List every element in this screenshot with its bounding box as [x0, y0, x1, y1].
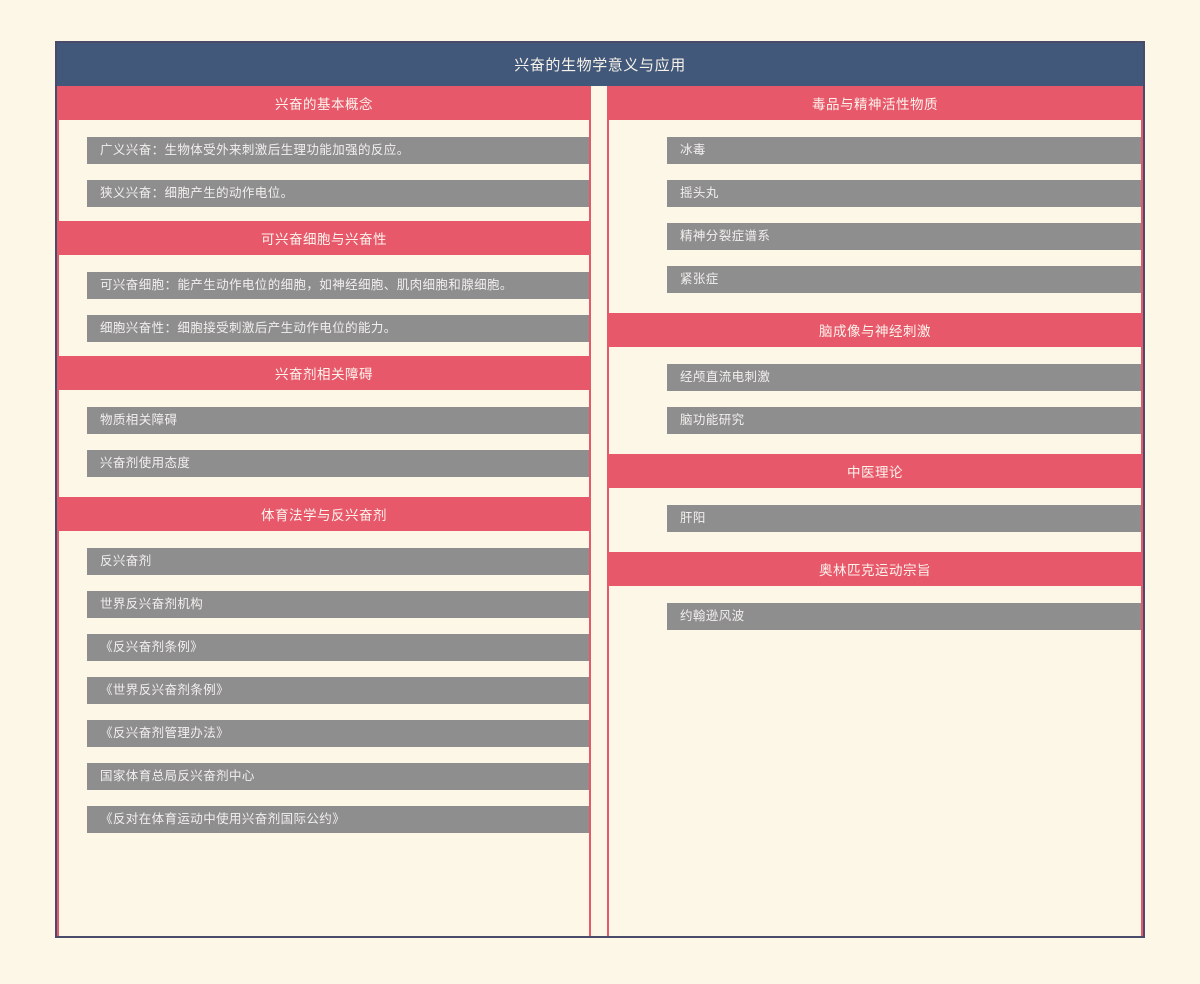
section-body-excitable-cells: 可兴奋细胞：能产生动作电位的细胞，如神经细胞、肌肉细胞和腺细胞。 细胞兴奋性：细… [59, 255, 589, 356]
list-item[interactable]: 约翰逊风波 [667, 603, 1141, 630]
section-header-excitable-cells[interactable]: 可兴奋细胞与兴奋性 [59, 221, 589, 255]
section-body-stimulant-disorders: 物质相关障碍 兴奋剂使用态度 [59, 390, 589, 497]
list-item[interactable]: 肝阳 [667, 505, 1141, 532]
left-column-spacer [59, 847, 589, 936]
section-body-brain-imaging: 经颅直流电刺激 脑功能研究 [609, 347, 1141, 454]
list-item[interactable]: 兴奋剂使用态度 [87, 450, 589, 477]
section-body-sports-law-antidoping: 反兴奋剂 世界反兴奋剂机构 《反兴奋剂条例》 《世界反兴奋剂条例》 《反兴奋剂管… [59, 531, 589, 847]
list-item[interactable]: 反兴奋剂 [87, 548, 589, 575]
section-header-sports-law-antidoping[interactable]: 体育法学与反兴奋剂 [59, 497, 589, 531]
list-item[interactable]: 脑功能研究 [667, 407, 1141, 434]
section-header-olympic-purpose[interactable]: 奥林匹克运动宗旨 [609, 552, 1141, 586]
left-column: 兴奋的基本概念 广义兴奋：生物体受外来刺激后生理功能加强的反应。 狭义兴奋：细胞… [57, 86, 591, 936]
section-header-brain-imaging[interactable]: 脑成像与神经刺激 [609, 313, 1141, 347]
section-body-drugs-psychoactive: 冰毒 摇头丸 精神分裂症谱系 紧张症 [609, 120, 1141, 313]
list-item[interactable]: 精神分裂症谱系 [667, 223, 1141, 250]
mindmap-columns: 兴奋的基本概念 广义兴奋：生物体受外来刺激后生理功能加强的反应。 狭义兴奋：细胞… [57, 86, 1143, 936]
list-item[interactable]: 紧张症 [667, 266, 1141, 293]
section-body-basic-concepts: 广义兴奋：生物体受外来刺激后生理功能加强的反应。 狭义兴奋：细胞产生的动作电位。 [59, 120, 589, 221]
list-item[interactable]: 世界反兴奋剂机构 [87, 591, 589, 618]
right-column-spacer [609, 650, 1141, 936]
list-item[interactable]: 物质相关障碍 [87, 407, 589, 434]
list-item[interactable]: 《反兴奋剂管理办法》 [87, 720, 589, 747]
section-header-stimulant-disorders[interactable]: 兴奋剂相关障碍 [59, 356, 589, 390]
section-header-tcm-theory[interactable]: 中医理论 [609, 454, 1141, 488]
section-header-drugs-psychoactive[interactable]: 毒品与精神活性物质 [609, 86, 1141, 120]
list-item[interactable]: 摇头丸 [667, 180, 1141, 207]
list-item[interactable]: 《世界反兴奋剂条例》 [87, 677, 589, 704]
list-item[interactable]: 冰毒 [667, 137, 1141, 164]
list-item[interactable]: 狭义兴奋：细胞产生的动作电位。 [87, 180, 589, 207]
section-body-olympic-purpose: 约翰逊风波 [609, 586, 1141, 650]
list-item[interactable]: 国家体育总局反兴奋剂中心 [87, 763, 589, 790]
list-item[interactable]: 广义兴奋：生物体受外来刺激后生理功能加强的反应。 [87, 137, 589, 164]
list-item[interactable]: 《反兴奋剂条例》 [87, 634, 589, 661]
right-column: 毒品与精神活性物质 冰毒 摇头丸 精神分裂症谱系 紧张症 脑成像与神经刺激 经颅… [607, 86, 1143, 936]
list-item[interactable]: 细胞兴奋性：细胞接受刺激后产生动作电位的能力。 [87, 315, 589, 342]
mindmap-frame: 兴奋的生物学意义与应用 兴奋的基本概念 广义兴奋：生物体受外来刺激后生理功能加强… [55, 41, 1145, 938]
section-body-tcm-theory: 肝阳 [609, 488, 1141, 552]
list-item[interactable]: 可兴奋细胞：能产生动作电位的细胞，如神经细胞、肌肉细胞和腺细胞。 [87, 272, 589, 299]
section-header-basic-concepts[interactable]: 兴奋的基本概念 [59, 86, 589, 120]
column-divider-gap [591, 86, 607, 936]
page-title: 兴奋的生物学意义与应用 [57, 43, 1143, 86]
list-item[interactable]: 《反对在体育运动中使用兴奋剂国际公约》 [87, 806, 589, 833]
list-item[interactable]: 经颅直流电刺激 [667, 364, 1141, 391]
